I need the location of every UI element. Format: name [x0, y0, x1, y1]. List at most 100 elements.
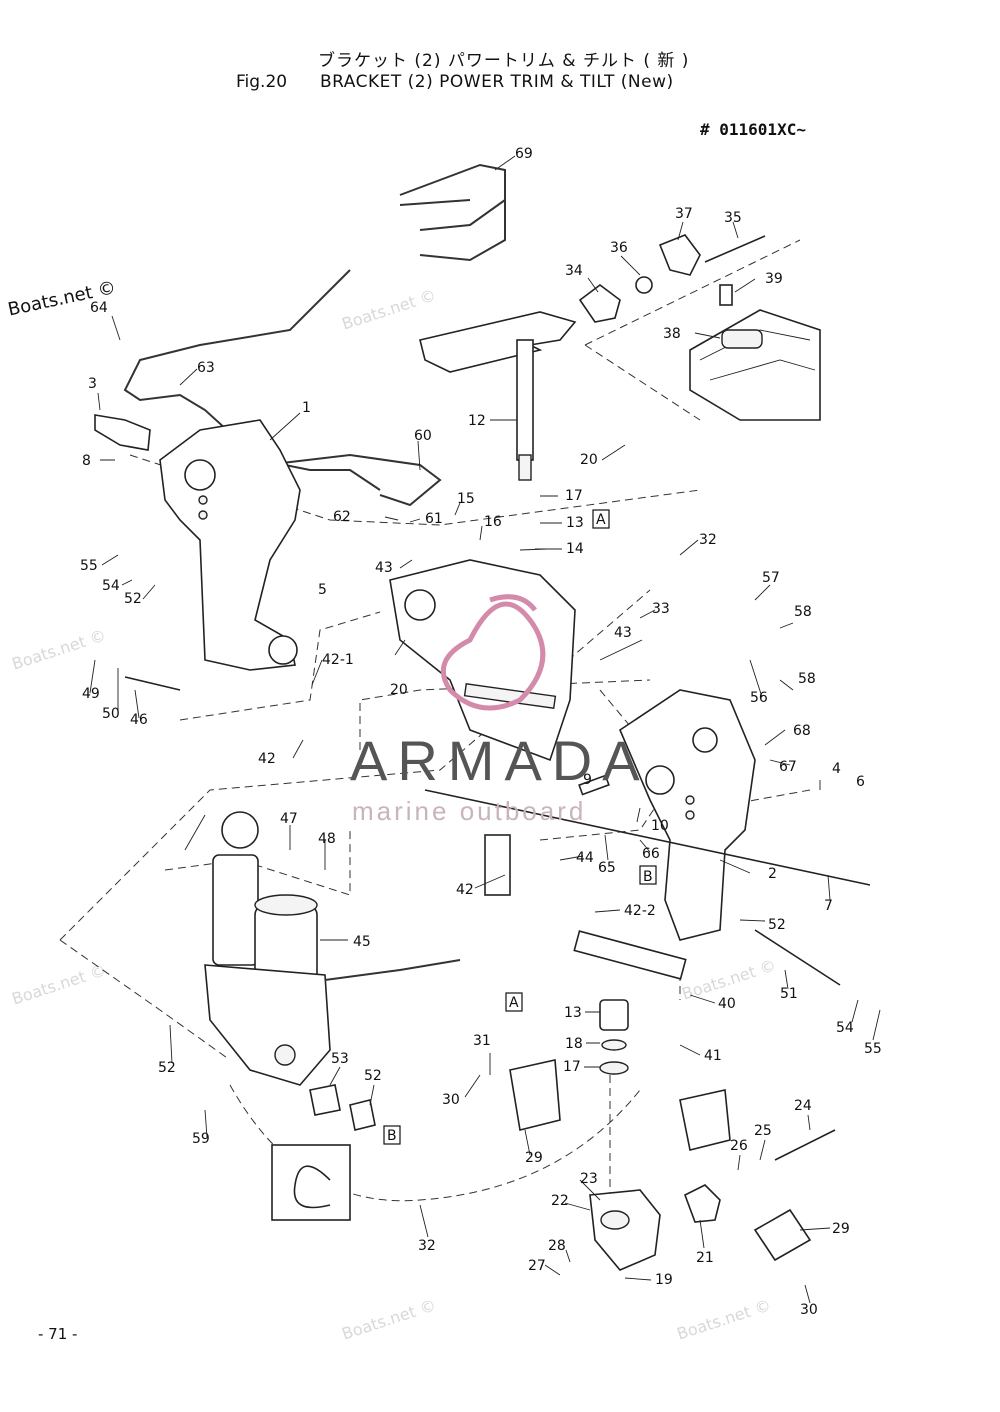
reference-boxes [383, 509, 657, 1145]
callout-42b: 42 [456, 882, 474, 898]
callout-69: 69 [515, 146, 533, 162]
right-clamp-bracket [619, 689, 756, 941]
callout-35: 35 [724, 210, 742, 226]
callout-15: 15 [457, 491, 475, 507]
callout-43: 43 [375, 560, 393, 576]
callout-31: 31 [473, 1033, 491, 1049]
callout-25: 25 [754, 1123, 772, 1139]
callout-2: 2 [768, 866, 777, 882]
box-b-center: B [643, 869, 653, 885]
callout-68: 68 [793, 723, 811, 739]
callout-21: 21 [696, 1250, 714, 1266]
callout-36: 36 [610, 240, 628, 256]
callout-28: 28 [548, 1238, 566, 1254]
callout-58: 58 [794, 604, 812, 620]
callout-5: 5 [318, 582, 327, 598]
callout-59: 59 [192, 1131, 210, 1147]
callout-44: 44 [576, 850, 594, 866]
callout-19: 19 [655, 1272, 673, 1288]
callout-60: 60 [414, 428, 432, 444]
callout-56: 56 [750, 690, 768, 706]
callout-49: 49 [82, 686, 100, 702]
callout-43b: 43 [614, 625, 632, 641]
callout-29b: 29 [832, 1221, 850, 1237]
callout-67: 67 [779, 759, 797, 775]
callout-17: 17 [565, 488, 583, 504]
callout-26: 26 [730, 1138, 748, 1154]
callout-12: 12 [468, 413, 486, 429]
callout-13b: 13 [564, 1005, 582, 1021]
callout-3: 3 [88, 376, 97, 392]
armada-subtitle: marine outboard [352, 796, 587, 826]
box-b-lower: B [387, 1128, 397, 1144]
serial-range: # 011601XC~ [700, 120, 806, 139]
title-english: BRACKET (2) POWER TRIM & TILT (New) [320, 72, 674, 92]
figure-label: Fig.20 [236, 72, 288, 92]
trim-tilt-unit [204, 811, 461, 1086]
callout-7: 7 [824, 898, 833, 914]
callout-8: 8 [82, 453, 91, 469]
callout-33: 33 [652, 601, 670, 617]
callout-4: 4 [832, 761, 841, 777]
callout-45: 45 [353, 934, 371, 950]
callout-58b: 58 [798, 671, 816, 687]
engine-base [689, 309, 821, 421]
callout-38: 38 [663, 326, 681, 342]
lower-parts [271, 774, 836, 1271]
callout-48: 48 [318, 831, 336, 847]
left-clamp-bracket [94, 414, 301, 671]
callout-39: 39 [765, 271, 783, 287]
callout-40: 40 [718, 996, 736, 1012]
wire-harness [123, 163, 506, 507]
callout-52: 52 [124, 591, 142, 607]
callout-16: 16 [484, 514, 502, 530]
callout-62: 62 [333, 509, 351, 525]
callout-labels: 69 37 35 36 34 39 38 12 64 63 3 1 8 60 2… [80, 146, 882, 1318]
page-number: - 71 - [38, 1325, 78, 1343]
callout-17b: 17 [563, 1059, 581, 1075]
callout-64: 64 [90, 300, 108, 316]
rods [124, 676, 871, 986]
callout-54b: 54 [836, 1020, 854, 1036]
callout-9: 9 [583, 772, 592, 788]
callout-66: 66 [642, 846, 660, 862]
callout-63: 63 [197, 360, 215, 376]
callout-20: 20 [580, 452, 598, 468]
callout-32b: 32 [418, 1238, 436, 1254]
armada-logo [440, 594, 546, 711]
callout-50: 50 [102, 706, 120, 722]
callout-1: 1 [302, 400, 311, 416]
top-small-parts [578, 234, 766, 323]
callout-52d: 52 [364, 1068, 382, 1084]
callout-47: 47 [280, 811, 298, 827]
callout-14: 14 [566, 541, 584, 557]
callout-51: 51 [780, 986, 798, 1002]
callout-6: 6 [856, 774, 865, 790]
callout-61: 61 [425, 511, 443, 527]
armada-watermark: ARMADA [350, 729, 650, 792]
callout-13: 13 [566, 515, 584, 531]
callout-52b: 52 [768, 917, 786, 933]
callout-27: 27 [528, 1258, 546, 1274]
callout-23: 23 [580, 1171, 598, 1187]
callout-42-2: 42-2 [624, 903, 656, 919]
callout-55b: 55 [864, 1041, 882, 1057]
callout-42: 42 [258, 751, 276, 767]
leader-lines [89, 155, 881, 1304]
steering-arm [419, 311, 577, 481]
title-japanese: ブラケット (2) パワートリム & チルト ( 新 ) [318, 51, 690, 71]
callout-34: 34 [565, 263, 583, 279]
callout-29: 29 [525, 1150, 543, 1166]
callout-18: 18 [565, 1036, 583, 1052]
callout-32: 32 [699, 532, 717, 548]
callout-10: 10 [651, 818, 669, 834]
callout-54: 54 [102, 578, 120, 594]
callout-22: 22 [551, 1193, 569, 1209]
box-a-lower: A [509, 995, 519, 1011]
callout-41: 41 [704, 1048, 722, 1064]
callout-65: 65 [598, 860, 616, 876]
callout-37: 37 [675, 206, 693, 222]
callout-53: 53 [331, 1051, 349, 1067]
box-a-top: A [596, 512, 606, 528]
